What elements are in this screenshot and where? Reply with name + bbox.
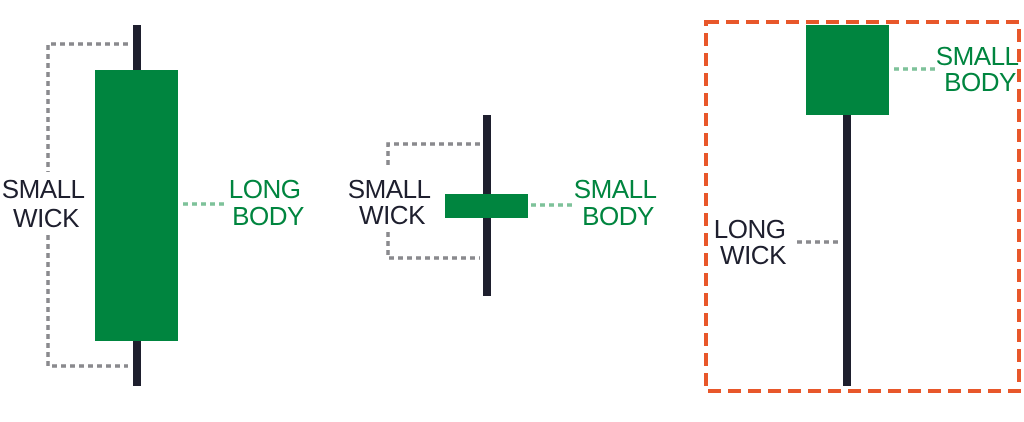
candle-3-wick-label-line1: LONG bbox=[714, 214, 786, 244]
candle-1: SMALL WICK LONG BODY bbox=[2, 25, 307, 386]
candle-2-wick-label: SMALL WICK bbox=[348, 174, 437, 230]
candle-3-body bbox=[806, 25, 889, 115]
candle-2-wick-bracket bbox=[386, 142, 480, 260]
candle-1-wick-label-line2: WICK bbox=[13, 203, 80, 233]
candle-1-body-label: LONG BODY bbox=[229, 174, 307, 231]
candle-3-body-label: SMALL BODY bbox=[936, 41, 1024, 97]
candle-1-body-label-line1: LONG bbox=[229, 174, 301, 204]
candle-2-wick-label-line1: SMALL bbox=[348, 174, 431, 204]
candle-3-body-label-line2: BODY bbox=[944, 67, 1016, 97]
candle-1-wick-label: SMALL WICK bbox=[2, 174, 91, 233]
candle-2-body-label-line2: BODY bbox=[582, 201, 654, 231]
candle-1-body bbox=[95, 70, 178, 341]
candle-2-body bbox=[445, 194, 528, 218]
candle-2: SMALL WICK SMALL BODY bbox=[348, 115, 663, 296]
candle-2-body-label-line1: SMALL bbox=[574, 174, 657, 204]
candle-3-wick-label: LONG WICK bbox=[714, 214, 792, 270]
candle-1-wick-label-line1: SMALL bbox=[2, 174, 85, 204]
candle-3-wick-label-line2: WICK bbox=[720, 240, 787, 270]
candle-1-body-label-line2: BODY bbox=[232, 201, 304, 231]
candle-3-body-label-line1: SMALL bbox=[936, 41, 1019, 71]
candle-2-wick-label-line2: WICK bbox=[359, 200, 426, 230]
candle-2-body-label: SMALL BODY bbox=[574, 174, 663, 231]
candle-3: LONG WICK SMALL BODY bbox=[704, 20, 1024, 393]
candle-1-wick-bracket bbox=[46, 42, 128, 368]
